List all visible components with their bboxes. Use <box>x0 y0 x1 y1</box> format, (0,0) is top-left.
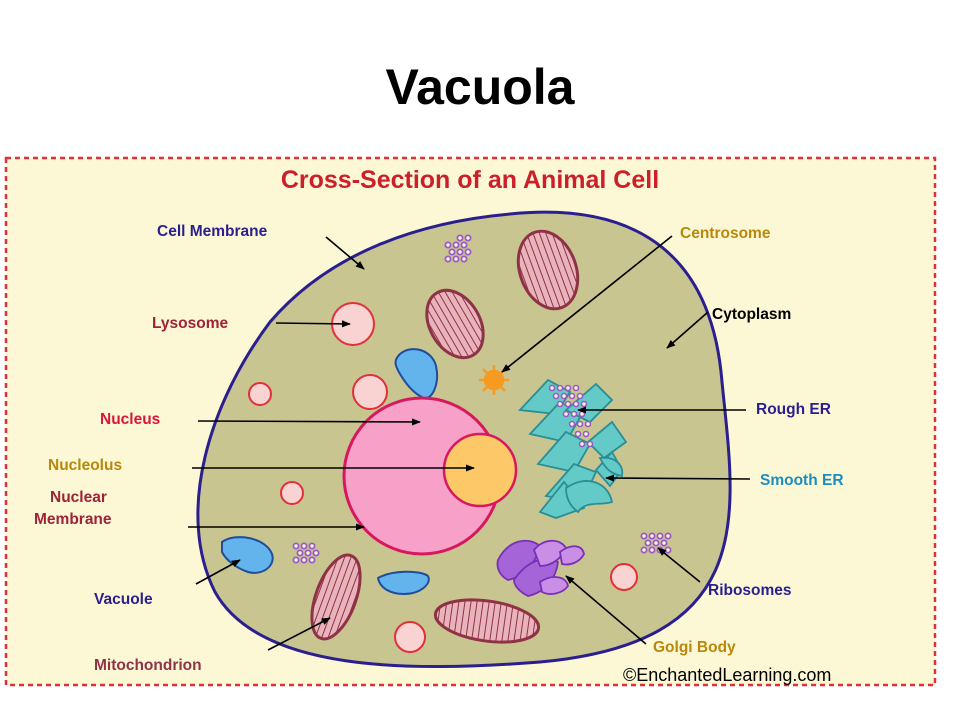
vesicle <box>248 382 272 406</box>
rough-er-ribosomes <box>548 384 594 448</box>
copyright-notice: ©EnchantedLearning.com <box>623 665 831 685</box>
golgi-body <box>496 539 585 597</box>
label-rough-er: Rough ER <box>756 401 831 418</box>
vesicle <box>610 563 638 591</box>
ribosome-cluster <box>292 542 320 564</box>
label-cell-membrane: Cell Membrane <box>157 223 268 240</box>
arrow-cytoplasm <box>666 311 709 349</box>
smooth-er-tube <box>565 480 614 514</box>
nucleolus <box>442 432 518 508</box>
arrow-ribosomes <box>657 547 701 583</box>
mitochondrion-upper <box>425 288 485 360</box>
label-nucleus: Nucleus <box>100 411 160 428</box>
smooth-er-tube <box>598 456 624 478</box>
arrow-centrosome <box>501 235 673 373</box>
label-lysosome: Lysosome <box>152 315 228 332</box>
label-vacuole: Vacuole <box>94 591 153 608</box>
er-sheet <box>538 480 586 519</box>
label-nuclear-membrane-line2: Membrane <box>34 511 112 528</box>
arrow-vacuole <box>195 559 241 585</box>
arrow-cell-membrane <box>325 236 365 270</box>
er-sheet <box>586 420 628 460</box>
label-cytoplasm: Cytoplasm <box>712 306 791 323</box>
label-smooth-er: Smooth ER <box>760 472 844 489</box>
label-nucleolus: Nucleolus <box>48 457 122 474</box>
arrow-lysosome <box>275 320 351 328</box>
mitochondrion-bottom <box>433 598 541 644</box>
arrow-golgi-body <box>565 575 647 645</box>
diagram-heading: Cross-Section of an Animal Cell <box>281 166 659 194</box>
ribosome-cluster <box>444 234 472 263</box>
arrow-nucleus <box>197 418 421 426</box>
slide-title: Vacuola <box>385 59 575 115</box>
label-mitochondrion: Mitochondrion <box>94 657 202 674</box>
lysosomes <box>248 302 638 653</box>
label-ribosomes: Ribosomes <box>708 582 792 599</box>
label-arrows <box>188 235 751 651</box>
vesicle <box>352 374 388 410</box>
vacuole-bottom <box>376 570 430 596</box>
animal-cell-diagram: Cross-Section of an Animal Cell <box>4 156 937 687</box>
label-golgi-body: Golgi Body <box>653 639 736 656</box>
label-nuclear-membrane-line1: Nuclear <box>50 489 107 506</box>
vesicle <box>394 621 426 653</box>
mitochondrion-top <box>516 229 580 311</box>
label-centrosome: Centrosome <box>680 225 771 242</box>
centrosome <box>479 365 509 395</box>
vacuoles <box>221 348 438 596</box>
arrow-mitochondrion <box>267 617 331 651</box>
vesicle <box>280 481 304 505</box>
arrow-smooth-er <box>605 474 751 482</box>
